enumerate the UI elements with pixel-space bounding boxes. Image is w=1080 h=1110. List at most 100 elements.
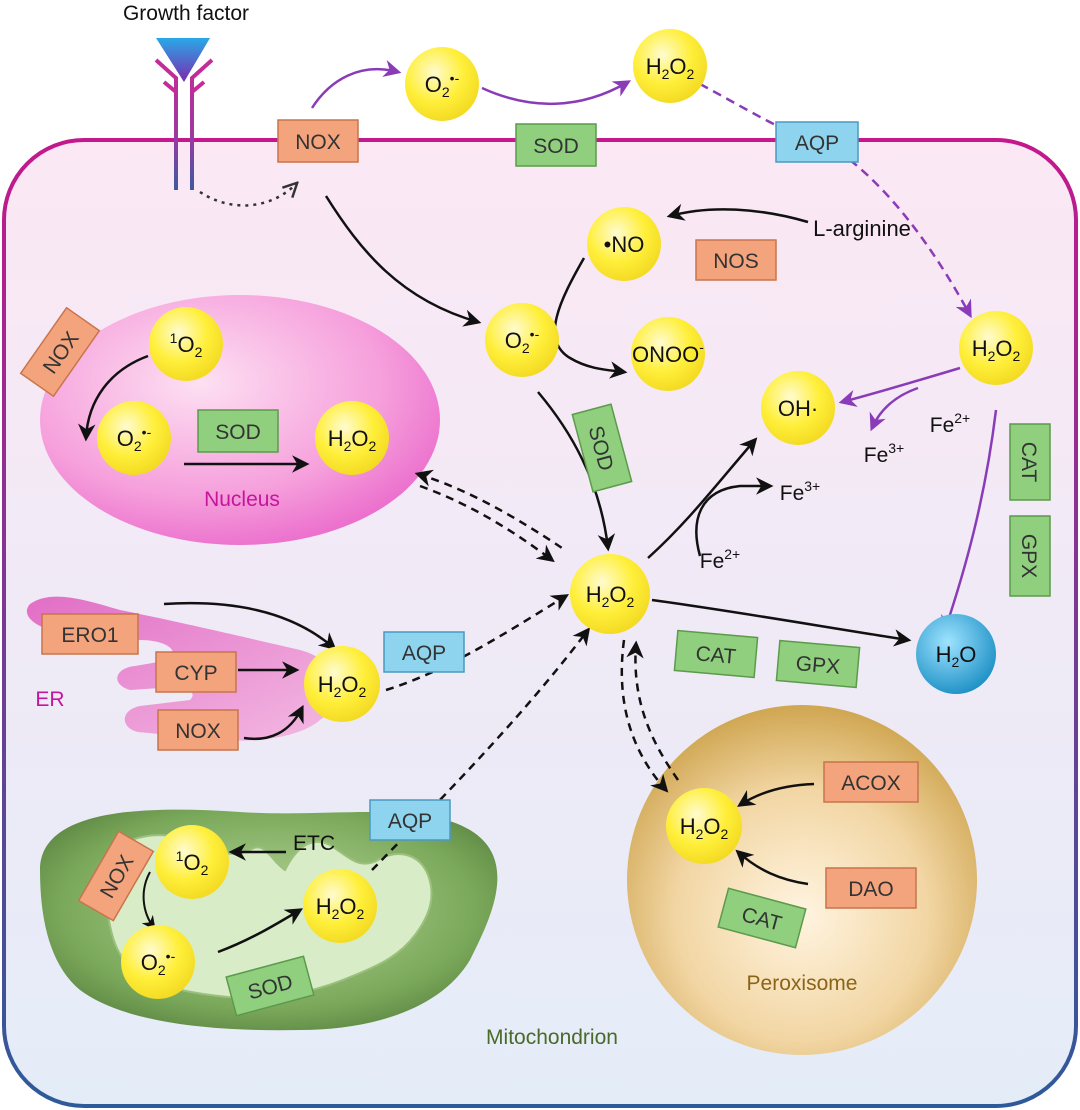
svg-text:AQP: AQP [388, 810, 432, 833]
etc-label: ETC [293, 832, 335, 855]
arrow-dao-h2o2 [735, 849, 809, 886]
svg-text:H2O2: H2O2 [318, 672, 367, 700]
nox-box-nucleus: NOX [19, 306, 101, 398]
cat-box-perox: CAT [717, 887, 807, 949]
sod-box-membrane: SOD [515, 123, 597, 167]
cat-box-center: CAT [673, 629, 759, 679]
arrow-nox-o2-cyto [324, 195, 482, 327]
fe3-label-center: Fe3+ [780, 478, 820, 505]
svg-text:NOS: NOS [713, 250, 759, 273]
svg-text:H2O2: H2O2 [328, 426, 377, 454]
arrow-perox-h2o2-dashed-b [626, 640, 680, 781]
ero1-box: ERO1 [41, 613, 139, 655]
arrow-h2o2-oh [838, 366, 961, 407]
sod-box-mito: SOD [225, 955, 315, 1017]
h2o2-extracellular: H2O2 [633, 29, 707, 103]
svg-text:SOD: SOD [215, 421, 261, 444]
arrow-o2-h2o2-center [537, 391, 616, 552]
singlet-oxygen-mito: 1O2 [155, 825, 229, 899]
svg-text:H2O2: H2O2 [316, 894, 365, 922]
gpx-box-center: GPX [775, 639, 861, 689]
h2o2-er: H2O2 [304, 646, 380, 722]
mitochondrion-label: Mitochondrion [486, 1026, 618, 1049]
nox-box-er: NOX [157, 709, 239, 751]
svg-text:DAO: DAO [848, 878, 894, 901]
svg-text:CAT: CAT [695, 642, 737, 668]
svg-text:O2•-: O2•- [141, 948, 176, 978]
arrow-fe-branch [869, 386, 919, 432]
arrow-o2-h2o2-mito [217, 908, 304, 954]
nos-box: NOS [695, 239, 777, 281]
svg-text:CYP: CYP [174, 662, 217, 685]
svg-text:CAT: CAT [1017, 442, 1040, 483]
cyp-box: CYP [155, 651, 237, 693]
svg-text:OH·: OH· [778, 396, 818, 421]
svg-text:1O2: 1O2 [170, 330, 203, 360]
dao-box: DAO [825, 867, 917, 909]
arrow-1o2-o2-nucleus [78, 354, 149, 442]
gpx-box-right: GPX [1009, 515, 1051, 597]
arrow-perox-h2o2-dashed-a [620, 639, 669, 793]
arrow-mito-h2o2-dashed [371, 627, 591, 871]
arrow-larginine-no [666, 203, 809, 224]
svg-text:1O2: 1O2 [176, 848, 209, 878]
h2o2-right: H2O2 [959, 311, 1033, 385]
svg-text:ERO1: ERO1 [61, 624, 118, 647]
svg-text:H2O2: H2O2 [646, 54, 695, 82]
arrow-1o2-o2-mito [141, 871, 156, 931]
fe3-label-right: Fe3+ [864, 440, 904, 467]
svg-text:•NO: •NO [604, 232, 645, 257]
svg-text:NOX: NOX [175, 720, 221, 743]
arrow-nox-h2o2-er [243, 704, 304, 741]
fe2-label-right: Fe2+ [930, 410, 970, 437]
er-label: ER [35, 688, 64, 711]
svg-text:O2•-: O2•- [505, 326, 540, 356]
arrow-o2-h2o2-extracellular [481, 80, 632, 106]
hydroxyl-radical: OH· [761, 371, 835, 445]
svg-text:O2•-: O2•- [117, 424, 152, 454]
h2o2-nucleus: H2O2 [315, 401, 389, 475]
svg-text:H2O2: H2O2 [972, 336, 1021, 364]
arrow-acox-h2o2 [737, 782, 815, 807]
acox-box: ACOX [823, 761, 919, 803]
arrow-nucleus-h2o2-dashed-b [419, 484, 555, 563]
water: H2O [916, 614, 996, 694]
peroxynitrite: ONOO- [631, 317, 705, 391]
nucleus-label: Nucleus [204, 488, 280, 511]
growth-factor-receptor [154, 58, 214, 190]
superoxide-mito: O2•- [121, 925, 195, 999]
sod-box-nucleus: SOD [197, 409, 279, 453]
aqp-box-membrane: AQP [775, 121, 859, 163]
nox-box-membrane: NOX [277, 119, 359, 163]
svg-text:AQP: AQP [795, 132, 839, 155]
arrow-fe2-fe3 [695, 477, 774, 557]
arrow-h2o2-h2o-purple [941, 409, 998, 634]
superoxide-cytoplasm: O2•- [485, 303, 559, 377]
svg-text:H2O2: H2O2 [586, 582, 635, 610]
arrow-ero1-h2o2 [163, 601, 337, 651]
svg-text:SOD: SOD [533, 135, 579, 158]
arrow-er-h2o2-dashed [385, 594, 569, 692]
l-arginine-label: L-arginine [813, 216, 911, 241]
svg-text:NOX: NOX [295, 131, 341, 154]
svg-text:GPX: GPX [795, 652, 841, 679]
growth-factor-label: Growth factor [123, 2, 249, 25]
sod-box-cyto: SOD [571, 403, 633, 493]
h2o2-central: H2O2 [570, 554, 650, 634]
peroxisome-label: Peroxisome [747, 972, 858, 995]
arrow-no-onoo [553, 257, 628, 379]
growth-factor-icon [156, 38, 210, 82]
svg-text:GPX: GPX [1017, 534, 1040, 578]
nox-box-mito: NOX [77, 830, 155, 922]
fe2-label-center: Fe2+ [700, 546, 740, 573]
peroxisome [627, 705, 977, 1055]
h2o2-peroxisome: H2O2 [666, 788, 742, 864]
cat-box-right: CAT [1009, 423, 1051, 501]
arrow-h2o2-oh-center [647, 437, 758, 559]
svg-text:AQP: AQP [402, 642, 446, 665]
superoxide-nucleus: O2•- [97, 401, 171, 475]
svg-text:ACOX: ACOX [841, 772, 901, 795]
arrow-aqp-h2o2-dashed [849, 159, 972, 319]
svg-text:O2•-: O2•- [425, 70, 460, 100]
